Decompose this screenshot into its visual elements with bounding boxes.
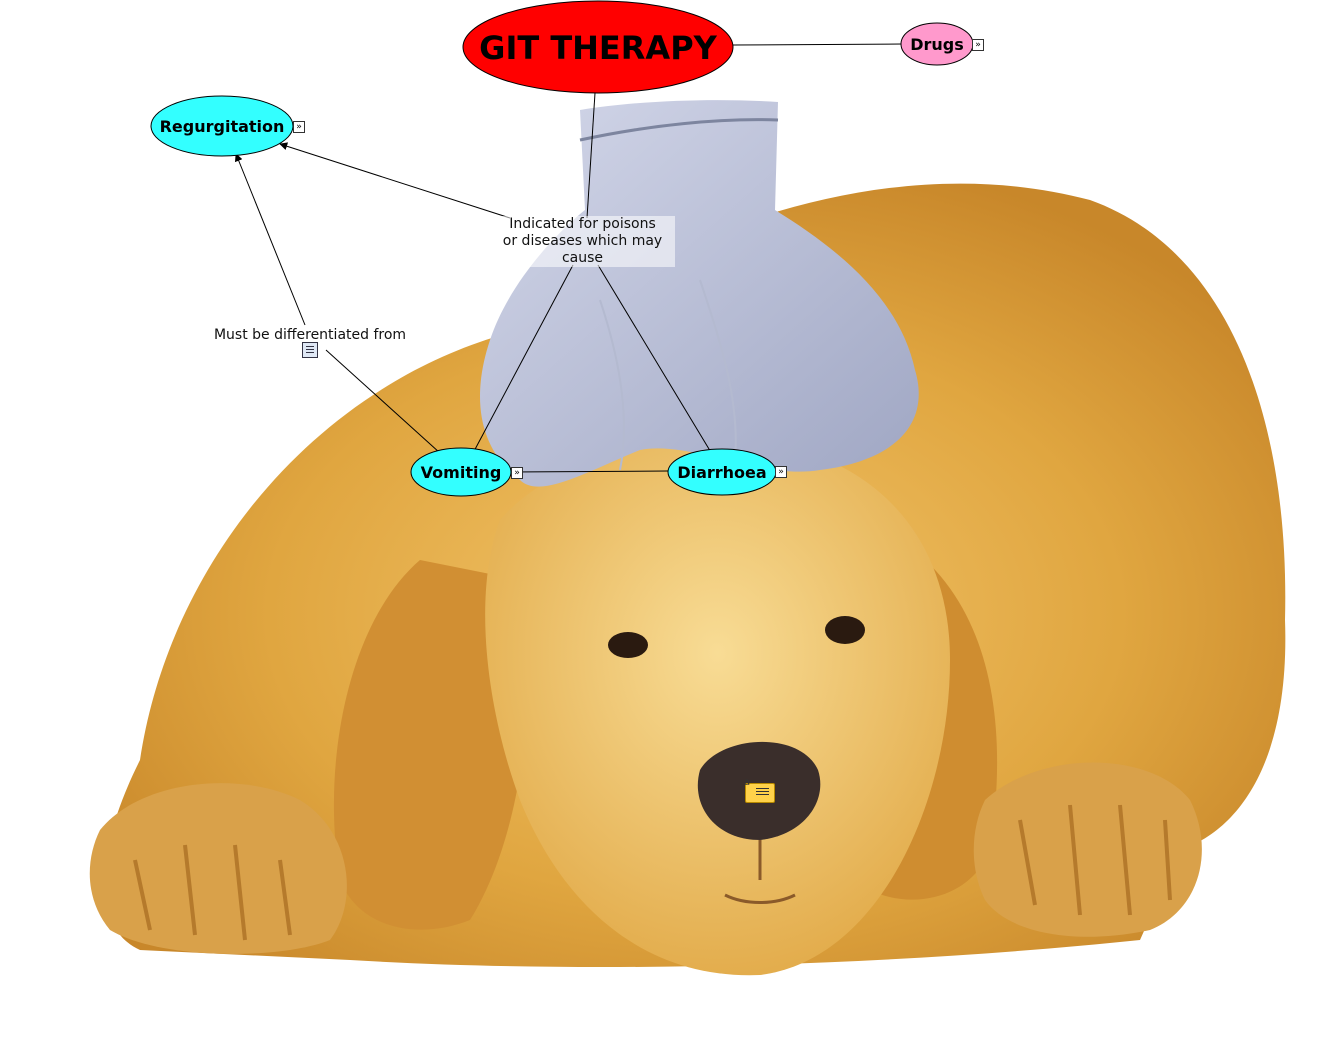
node-regurgitation-label: Regurgitation [160,117,285,136]
node-root-shape [462,0,734,94]
right-paw-toes [1018,804,1172,916]
link-indicated-line2: or diseases which may [502,233,663,249]
note-letter: a [744,777,751,788]
ice-bag-illustration [480,100,919,487]
diarrhoea-expand-icon[interactable]: » [775,466,787,478]
link-indicated-line1: Indicated for poisons [509,216,656,232]
puppy-head [485,438,950,976]
puppy-right-eye [825,616,865,644]
drugs-expand-icon[interactable]: » [972,39,984,51]
node-diarrhoea-label: Diarrhoea [677,463,766,482]
node-vomiting-label: Vomiting [421,463,502,482]
node-regurgitation[interactable]: Regurgitation [150,95,294,157]
left-paw-toes [133,844,292,941]
line-vomiting-diarrhoea [509,470,669,473]
vomiting-expand-icon[interactable]: » [511,467,523,479]
line-indicated-vomiting [471,264,574,456]
node-root-label: GIT THERAPY [479,29,717,67]
node-vomiting[interactable]: Vomiting [410,447,512,497]
sticky-note-icon[interactable]: a [744,777,775,803]
node-root[interactable]: GIT THERAPY [462,0,734,94]
node-diarrhoea[interactable]: Diarrhoea [667,448,777,496]
ice-bag-cap-rim [579,118,779,142]
line-root-indicated [586,92,596,219]
link-differentiated-label[interactable]: Must be differentiated from [205,327,415,344]
puppy-left-paw [89,783,347,954]
document-icon[interactable] [302,342,318,358]
ice-bag-body [480,100,919,487]
regurgitation-expand-icon[interactable]: » [293,121,305,133]
puppy-right-paw [973,762,1202,937]
arrow-differentiated-regurgitation [234,153,306,326]
connections [234,43,903,473]
line-root-drugs [732,43,903,46]
puppy-illustration [89,183,1286,976]
line-indicated-diarrhoea [597,264,713,455]
arrow-indicated-regurgitation [279,142,511,219]
puppy-mouth [724,840,796,904]
link-indicated-line3: cause [561,250,604,266]
link-indicated-label[interactable]: Indicated for poisons or diseases which … [490,216,675,267]
puppy-left-eye [608,632,648,658]
ice-bag-wrinkles [599,279,737,471]
puppy-left-ear [333,560,528,930]
node-drugs-label: Drugs [910,35,964,54]
line-vomiting-differentiated [325,349,441,454]
node-drugs[interactable]: Drugs [900,22,974,66]
